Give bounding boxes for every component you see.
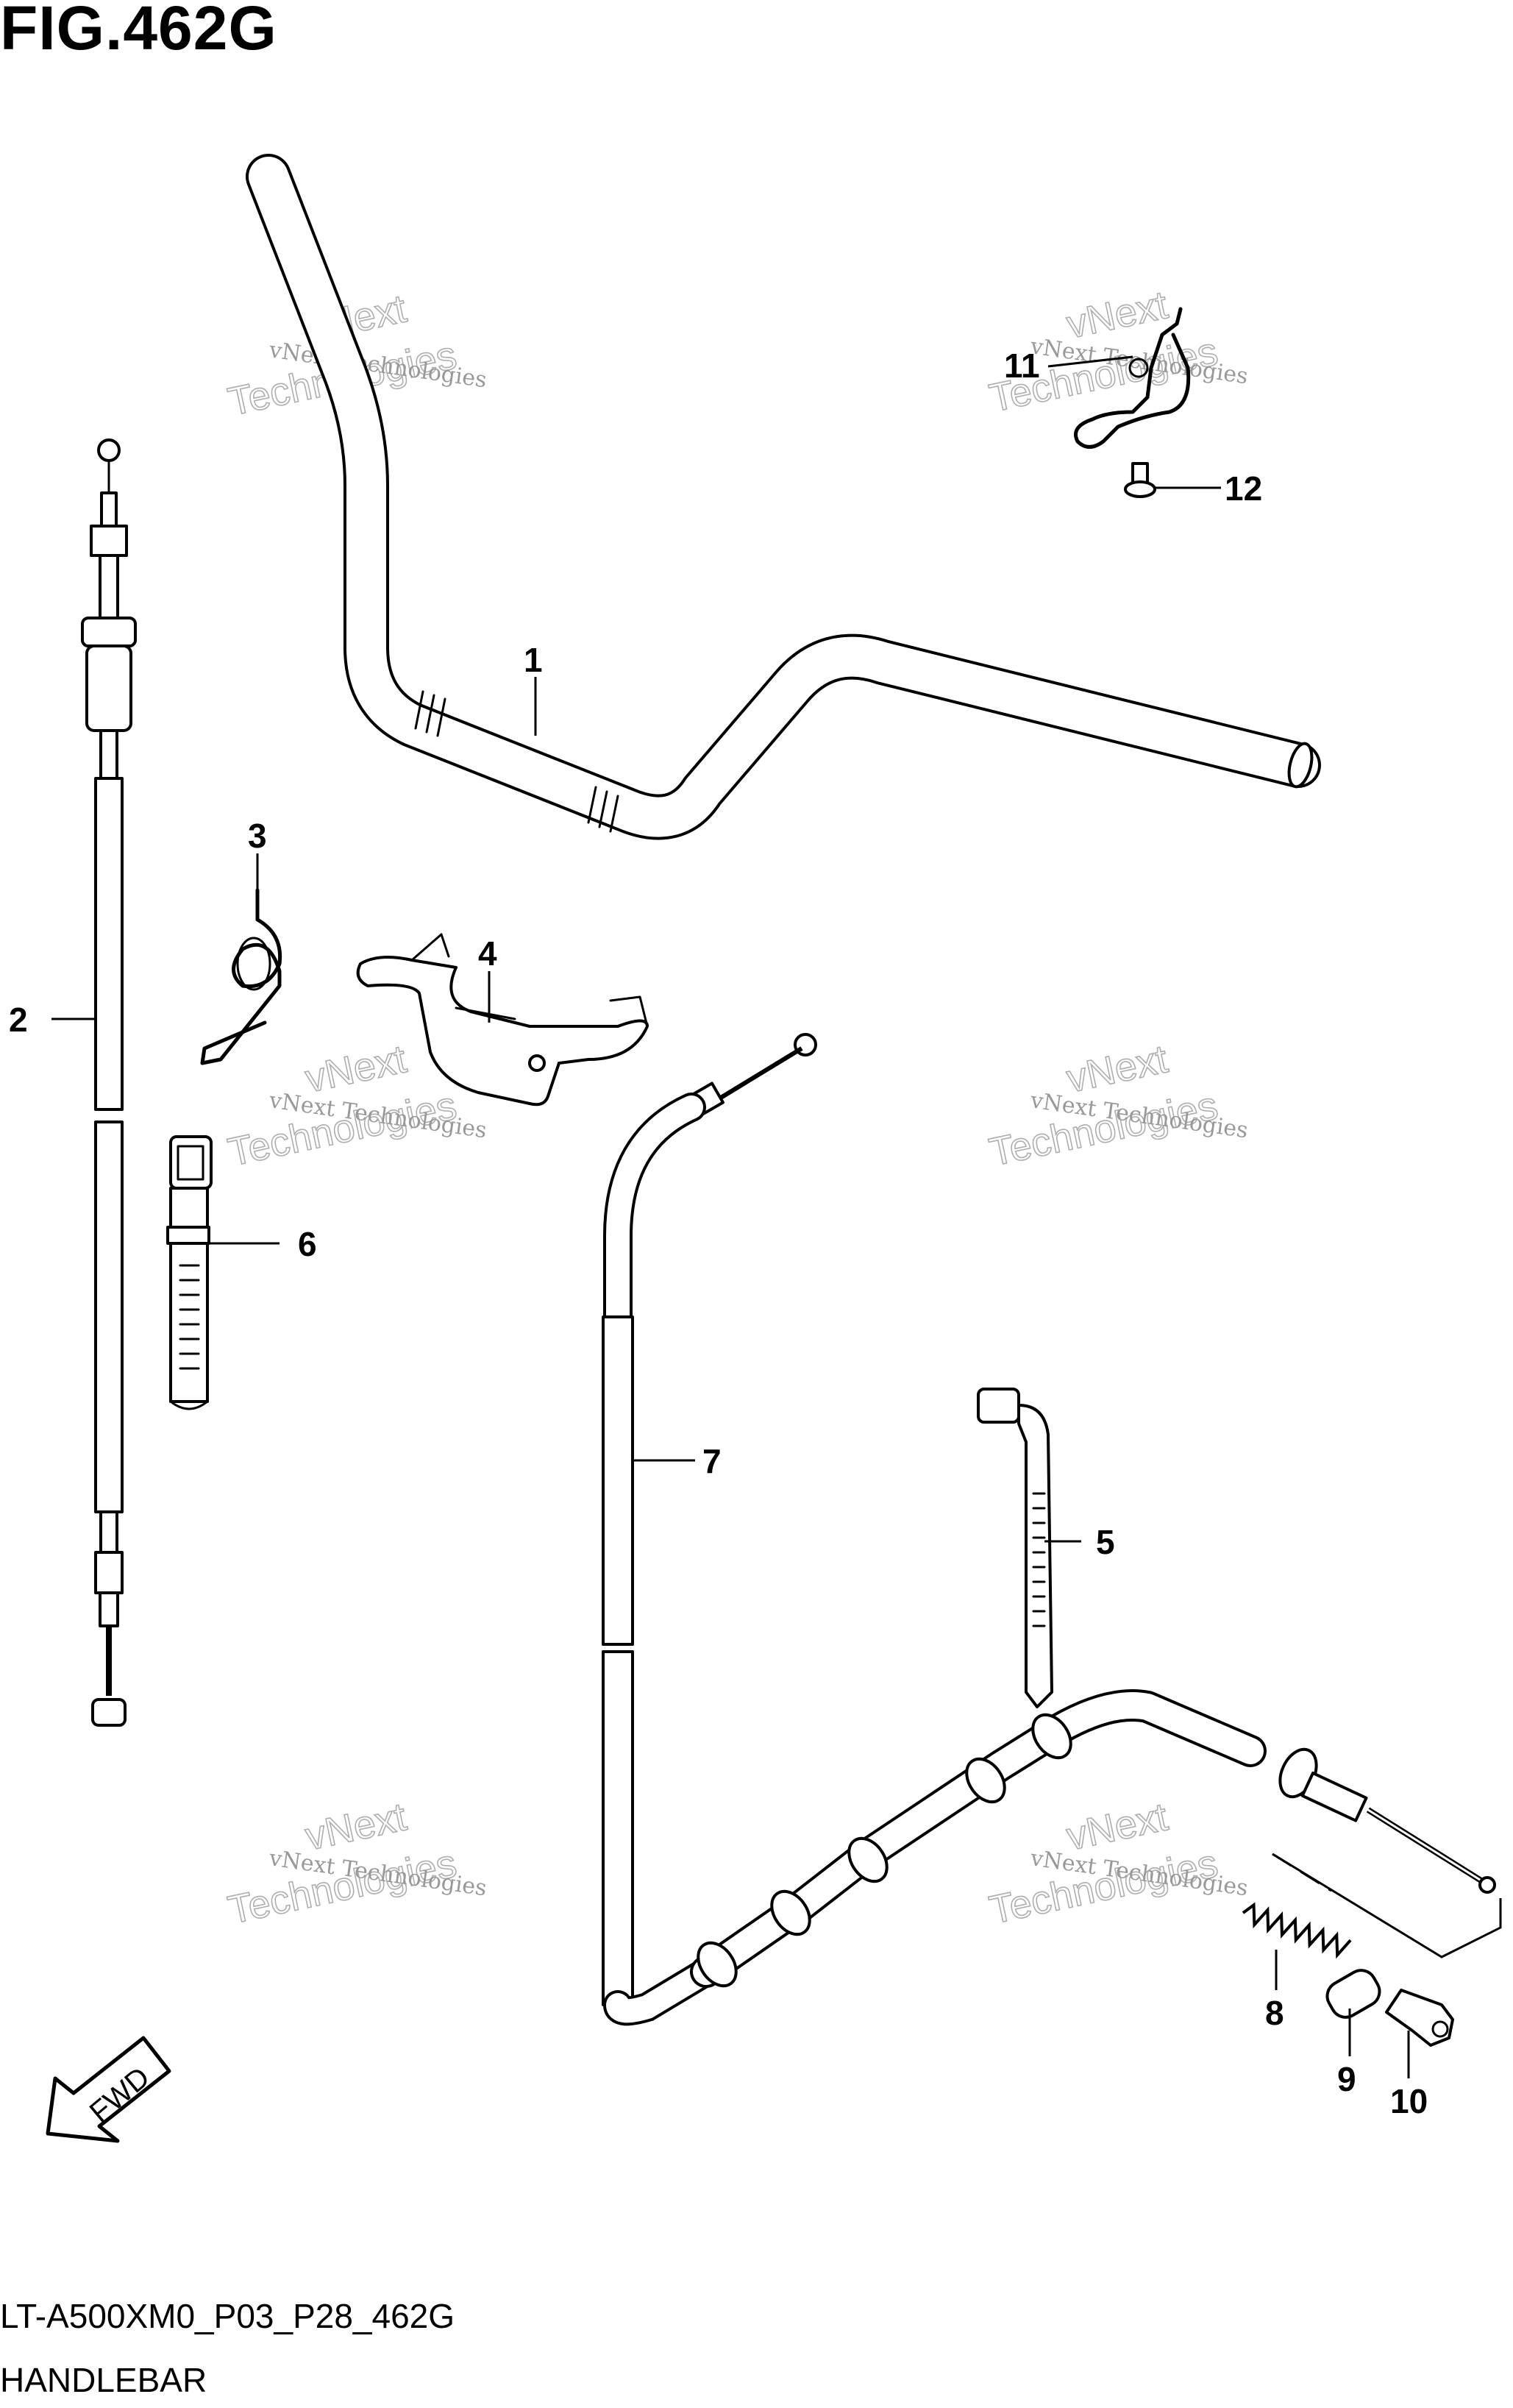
spring-part-8	[1242, 1902, 1352, 1990]
sleeve-part-9	[1325, 1969, 1381, 2056]
watermark-bottom-left: vNext Technologies vNext Technologies	[224, 1794, 488, 1933]
figure-code: LT-A500XM0_P03_P28_462G	[0, 2297, 455, 2335]
figure-subtitle: HANDLEBAR	[0, 2361, 207, 2399]
exploded-view-lines	[1272, 1853, 1502, 1958]
svg-text:vNext: vNext	[302, 1037, 410, 1101]
svg-text:vNext: vNext	[1063, 1037, 1172, 1101]
adjuster-part-10	[1385, 1989, 1454, 2078]
svg-text:vNext: vNext	[302, 1794, 410, 1858]
watermark-bottom-right: vNext Technologies vNext Technologies	[985, 1794, 1250, 1933]
callout-1: 1	[524, 641, 543, 679]
spring-clip-part-3	[200, 888, 282, 1065]
callout-2: 2	[9, 1001, 28, 1039]
watermark-mid-right: vNext Technologies vNext Technologies	[985, 1037, 1250, 1176]
callout-4: 4	[478, 934, 497, 973]
callout-11: 11	[1004, 347, 1040, 385]
callout-5: 5	[1096, 1523, 1115, 1561]
callout-10: 10	[1390, 2082, 1428, 2120]
cable-part-2	[51, 438, 137, 1727]
svg-text:vNext: vNext	[1063, 1794, 1172, 1858]
bracket-clip-part-11	[1047, 307, 1191, 449]
svg-text:vNext: vNext	[1063, 283, 1172, 347]
callout-12: 12	[1225, 469, 1262, 508]
fwd-arrow-icon: FWD	[46, 2036, 171, 2143]
handlebar-part-1	[246, 154, 1321, 840]
strap-part-6	[166, 1135, 280, 1410]
callout-7: 7	[702, 1442, 722, 1480]
callout-9: 9	[1337, 2060, 1356, 2098]
throttle-cable-part-7	[602, 1033, 1496, 2026]
cable-tie-part-5	[977, 1388, 1081, 1708]
bracket-part-4	[356, 933, 649, 1107]
figure-title: FIG.462G	[0, 0, 277, 63]
bolt-part-12	[1124, 462, 1221, 498]
callout-3: 3	[248, 817, 267, 855]
callout-8: 8	[1265, 1994, 1284, 2032]
callout-6: 6	[298, 1225, 317, 1263]
